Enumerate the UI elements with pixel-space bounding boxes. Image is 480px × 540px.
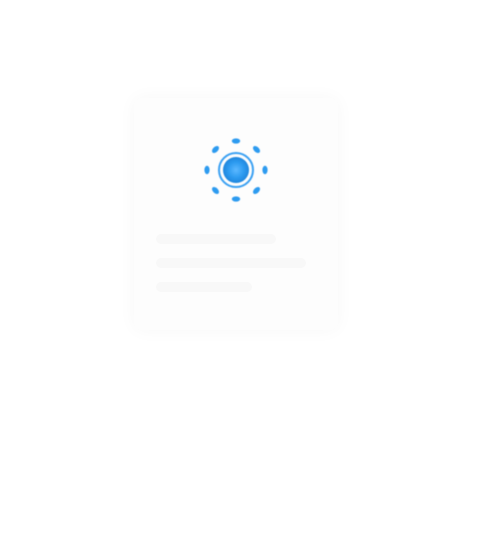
skeleton-line [156,282,252,292]
loading-panel [134,98,338,330]
spinner-dot [253,187,261,195]
skeleton-line [156,234,276,244]
spinner-dot [262,165,268,175]
spinner-dot [211,145,219,153]
loading-spinner [200,134,272,206]
spinner-dot [204,165,210,175]
spinner-dot [211,187,219,195]
spinner-dot [231,196,241,202]
spinner-dot [231,138,241,144]
spinner-ring [218,152,254,188]
spinner-icon [204,138,268,202]
spinner-dots [204,138,268,202]
skeleton-line [156,258,306,268]
spinner-core [223,157,249,183]
spinner-dot [253,145,261,153]
